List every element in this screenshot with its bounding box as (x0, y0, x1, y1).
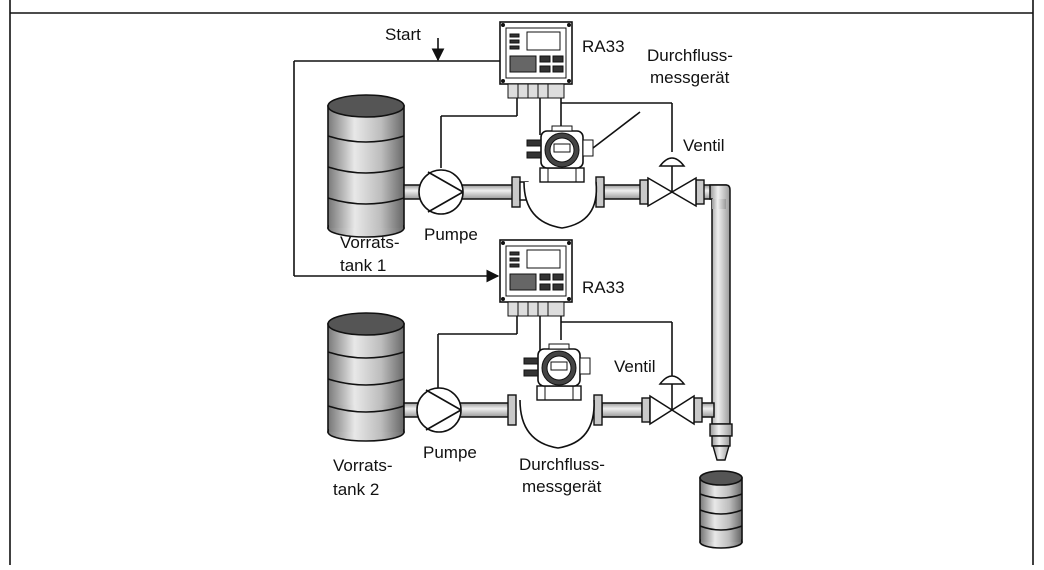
signal-wires-1 (440, 98, 673, 168)
flowmeter-2-label-line1: Durchfluss- (519, 455, 605, 474)
ra33-label-2: RA33 (582, 278, 625, 297)
valve-2 (641, 375, 703, 426)
tank-1-label-line1: Vorrats- (340, 233, 400, 252)
pump-1 (418, 169, 464, 215)
storage-tank-2 (327, 312, 405, 442)
pipe-line-2 (403, 402, 715, 418)
filling-nozzle (709, 423, 733, 461)
filling-container (699, 470, 743, 549)
diagram-frame (9, 0, 1034, 565)
flowmeter-1-label-line1: Durchfluss- (647, 46, 733, 65)
flowmeter-2-label-line2: messgerät (522, 477, 602, 496)
valve-label-2: Ventil (614, 357, 656, 376)
valve-label-1: Ventil (683, 136, 725, 155)
ra33-label-1: RA33 (582, 37, 625, 56)
start-signal-lines (293, 38, 500, 283)
pump-label-1: Pumpe (424, 225, 478, 244)
tank-2-label-line2: tank 2 (333, 480, 379, 499)
pump-label-2: Pumpe (423, 443, 477, 462)
valve-1 (639, 157, 705, 208)
ra33-controller-1 (499, 21, 573, 99)
tank-1-label-line2: tank 1 (340, 256, 386, 275)
start-label: Start (385, 25, 421, 44)
pump-2 (416, 387, 462, 433)
flowmeter-1-leader (592, 111, 641, 149)
flowmeter-1-label-line2: messgerät (650, 68, 730, 87)
tank-2-label-line1: Vorrats- (333, 456, 393, 475)
signal-wires-2 (437, 316, 673, 388)
outlet-pipe (709, 184, 731, 425)
flowmeter-2 (507, 343, 603, 449)
storage-tank-1 (327, 94, 405, 238)
flowmeter-1 (511, 125, 605, 229)
ra33-controller-2 (499, 239, 573, 317)
